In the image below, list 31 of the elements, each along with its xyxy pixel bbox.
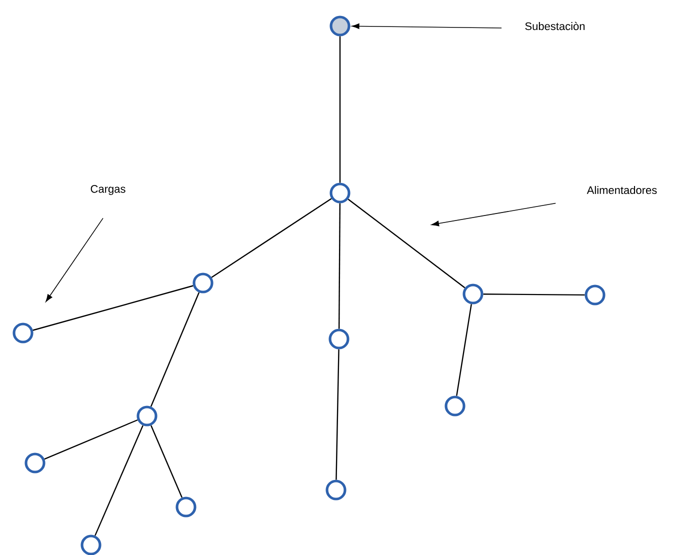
feeder-line (456, 304, 472, 396)
bus-node (136, 406, 158, 426)
arrow (352, 24, 502, 29)
bus-node (330, 16, 350, 36)
arrow (46, 218, 104, 302)
label-text: Alimentadores (586, 186, 657, 194)
bus-node (326, 480, 346, 500)
feeder-line (44, 419, 138, 460)
bus-node (176, 496, 196, 518)
feeder-line (94, 425, 144, 536)
bus-node (330, 182, 350, 204)
feeder-line (32, 285, 194, 331)
label-text: Subestaciòn (525, 22, 585, 30)
bus-node (24, 452, 46, 474)
feeder-line (150, 292, 200, 407)
feeder-line (338, 203, 341, 329)
bus-node (192, 272, 214, 294)
label-text: Cargas (90, 185, 126, 195)
feeder-line (483, 294, 585, 296)
bus-node (444, 396, 466, 416)
feeder-line (336, 349, 340, 480)
bus-node (462, 284, 484, 304)
feeder-line (211, 198, 332, 278)
feeder-line (339, 36, 341, 183)
feeder-line (150, 425, 182, 498)
bus-node (12, 322, 34, 344)
feeder-line (348, 198, 466, 288)
arrow (431, 202, 556, 226)
bus-node (328, 328, 350, 350)
bus-node (80, 534, 102, 555)
bus-node (584, 284, 606, 306)
